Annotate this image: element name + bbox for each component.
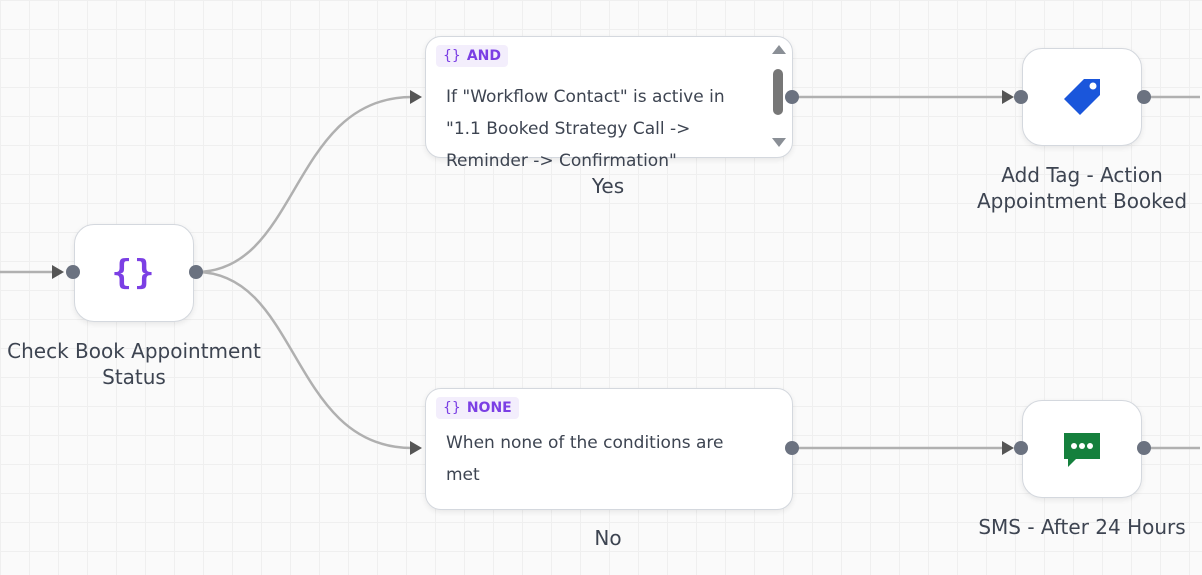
none-badge-label: NONE [466,400,512,416]
and-card-input-port[interactable] [420,90,434,104]
and-condition-card[interactable]: {} AND If "Workflow Contact" is active in… [425,36,793,171]
none-condition-card[interactable]: {} NONE When none of the conditions are m… [425,388,793,510]
tag-icon [1064,79,1100,115]
and-condition-text: If "Workflow Contact" is active in "1.1 … [446,87,725,171]
sms-node[interactable] [1022,400,1142,498]
braces-icon: {} [111,253,157,293]
sms-output-port[interactable] [1137,441,1151,455]
scroll-down-arrow-icon[interactable] [772,138,786,147]
arrowhead-sms [1002,441,1014,455]
braces-icon: {} [443,400,461,416]
arrowhead-no [410,441,422,455]
and-card-scrollbar[interactable] [770,43,786,151]
connector-yes-branch [195,95,413,274]
sms-label: SMS - After 24 Hours [978,515,1186,539]
scroll-up-arrow-icon[interactable] [772,45,786,54]
and-card-output-port[interactable] [785,90,799,104]
connector-no-branch [195,270,413,450]
arrowhead-incoming [52,265,64,279]
check-node-input-port[interactable] [66,265,80,279]
check-appointment-label: Check Book Appointment Status [7,339,261,389]
and-badge: {} AND [436,45,509,67]
no-branch-label: No [594,526,622,550]
chat-message-icon [1064,433,1100,467]
none-badge: {} NONE [436,397,519,419]
check-node-output-port[interactable] [189,265,203,279]
arrowhead-tag [1002,90,1014,104]
and-badge-label: AND [466,48,502,64]
none-condition-text: When none of the conditions are met [446,433,724,485]
braces-icon: {} [443,48,461,64]
check-appointment-node[interactable]: {} [74,224,194,322]
yes-branch-label: Yes [591,174,625,198]
sms-input-port[interactable] [1014,441,1028,455]
add-tag-output-port[interactable] [1137,90,1151,104]
add-tag-node[interactable] [1022,48,1142,146]
add-tag-label: Add Tag - Action Appointment Booked [976,163,1188,213]
arrowhead-yes [410,90,422,104]
none-card-output-port[interactable] [785,441,799,455]
add-tag-input-port[interactable] [1014,90,1028,104]
scroll-thumb[interactable] [773,69,783,115]
